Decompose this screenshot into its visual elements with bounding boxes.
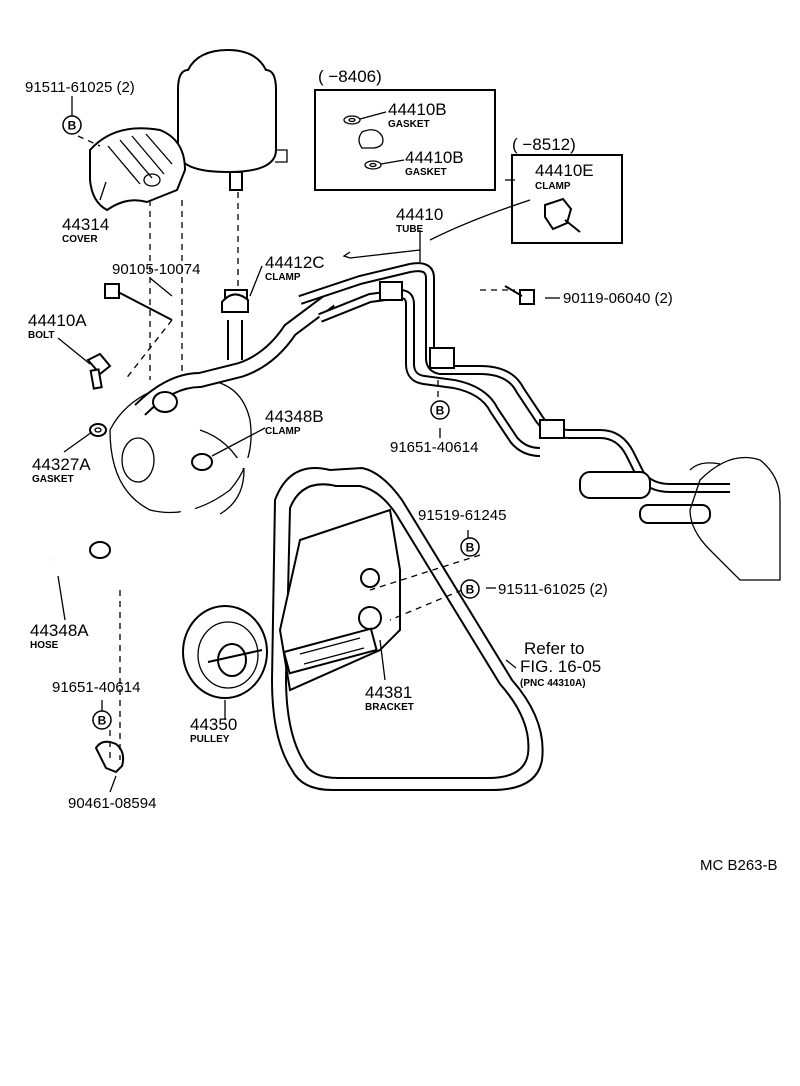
- label-44350: 44350: [190, 715, 237, 734]
- tube-drawing: [298, 262, 730, 524]
- label-44410A-desc: BOLT: [28, 330, 54, 341]
- box-range-8512: ( −8512): [512, 135, 576, 154]
- reference-note: Refer to FIG. 16-05 (PNC 44310A): [520, 639, 601, 689]
- label-44412C-desc: CLAMP: [265, 272, 301, 283]
- b-marker-letter: B: [98, 714, 107, 728]
- label-44410A: 44410A: [28, 311, 87, 330]
- label-44410B-2-desc: GASKET: [405, 167, 447, 178]
- label-44410E-desc: CLAMP: [535, 181, 571, 192]
- gasket-44327A-drawing: [89, 423, 107, 437]
- label-44348A-desc: HOSE: [30, 640, 59, 651]
- label-44410E: 44410E: [535, 161, 594, 180]
- leader-lines: [57, 96, 560, 793]
- b-marker-letter: B: [466, 541, 475, 555]
- b-marker-right-2: B: [460, 579, 480, 599]
- label-44410B-1: 44410B: [388, 100, 447, 119]
- label-44412C: 44412C: [265, 253, 325, 272]
- label-44410-desc: TUBE: [396, 224, 424, 235]
- b-marker-letter: B: [68, 119, 77, 133]
- b-marker-left: B: [92, 710, 112, 730]
- label-44410B-1-desc: GASKET: [388, 119, 430, 130]
- label-44348A: 44348A: [30, 621, 89, 640]
- callout-box-8512: ( −8512) 44410E CLAMP: [511, 135, 623, 244]
- label-44348B-desc: CLAMP: [265, 426, 301, 437]
- reservoir-drawing: [177, 48, 288, 191]
- label-91519: 91519-61245: [418, 507, 506, 524]
- label-44314: 44314: [62, 215, 109, 234]
- bolt-90105-drawing: [104, 283, 173, 321]
- b-marker-top-left: B: [62, 115, 82, 135]
- label-44327A: 44327A: [32, 455, 91, 474]
- drawing-code: MC B263-B: [700, 857, 778, 874]
- clamp-44412C-drawing: [221, 293, 249, 313]
- label-90105: 90105-10074: [112, 261, 200, 278]
- reference-line1: Refer to: [524, 639, 584, 658]
- label-44381: 44381: [365, 683, 412, 702]
- label-90119: 90119-06040 (2): [563, 290, 673, 307]
- reference-line3: (PNC 44310A): [520, 678, 586, 689]
- label-44314-desc: COVER: [62, 234, 98, 245]
- label-91511-top: 91511-61025 (2): [25, 79, 135, 96]
- bracket-drawing: [278, 508, 401, 692]
- pulley-drawing: [182, 605, 268, 699]
- clamp-44348B-drawing: [191, 453, 213, 471]
- bolt-44410A-drawing: [86, 352, 112, 390]
- callout-box-8406: ( −8406) 44410B GASKET 44410B GASKET: [314, 67, 496, 191]
- b-marker-letter: B: [466, 583, 475, 597]
- b-marker-letter: B: [436, 404, 445, 418]
- cover-drawing: [89, 127, 187, 212]
- box-range-8406: ( −8406): [318, 67, 382, 86]
- label-44410B-2: 44410B: [405, 148, 464, 167]
- label-44327A-desc: GASKET: [32, 474, 74, 485]
- label-44350-desc: PULLEY: [190, 734, 230, 745]
- b-marker-right-1: B: [460, 537, 480, 557]
- hose-44348A-drawing: [40, 458, 254, 595]
- bolt-90119-drawing: [504, 285, 535, 305]
- reference-line2: FIG. 16-05: [520, 657, 601, 676]
- label-44410: 44410: [396, 205, 443, 224]
- belt-drawing: [270, 466, 544, 791]
- label-91651-left: 91651-40614: [52, 679, 140, 696]
- gearbox-drawing: [689, 456, 781, 581]
- label-44381-desc: BRACKET: [365, 702, 414, 713]
- label-91651-mid: 91651-40614: [390, 439, 478, 456]
- b-marker-mid: B: [430, 400, 450, 420]
- label-91511-right: 91511-61025 (2): [498, 581, 608, 598]
- label-90461: 90461-08594: [68, 795, 156, 812]
- label-44348B: 44348B: [265, 407, 324, 426]
